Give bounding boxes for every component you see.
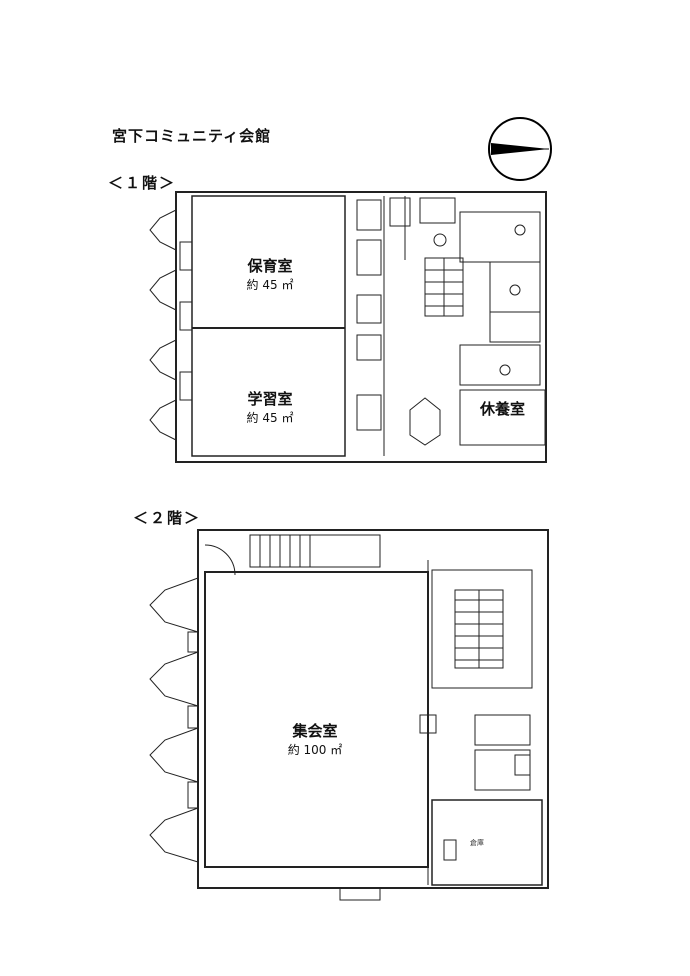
- floor-1-heading: ＜１階＞: [108, 174, 177, 192]
- room-kyuyoshitsu: 休養室: [470, 398, 535, 419]
- floor-2-plan: [149, 529, 549, 901]
- page-title: 宮下コミュニティ会館: [112, 127, 272, 145]
- room-name: 学習室: [247, 390, 293, 408]
- floor-2-heading: ＜２階＞: [133, 509, 202, 527]
- room-shukaishitsu: 集会室 約 100 ㎡: [270, 720, 360, 758]
- room-name: 保育室: [247, 257, 293, 275]
- room-area: 約 45 ㎡: [246, 278, 294, 292]
- room-area: 約 45 ㎡: [246, 411, 294, 425]
- storage-label: 倉庫: [470, 839, 484, 847]
- floor-1-plan: [149, 191, 547, 463]
- room-name: 休養室: [479, 400, 525, 418]
- room-name: 集会室: [292, 722, 338, 740]
- room-area: 約 100 ㎡: [287, 743, 343, 757]
- north-arrow-icon: [487, 116, 553, 182]
- room-hoikushitsu: 保育室 約 45 ㎡: [230, 255, 310, 293]
- room-gakushushitsu: 学習室 約 45 ㎡: [230, 388, 310, 426]
